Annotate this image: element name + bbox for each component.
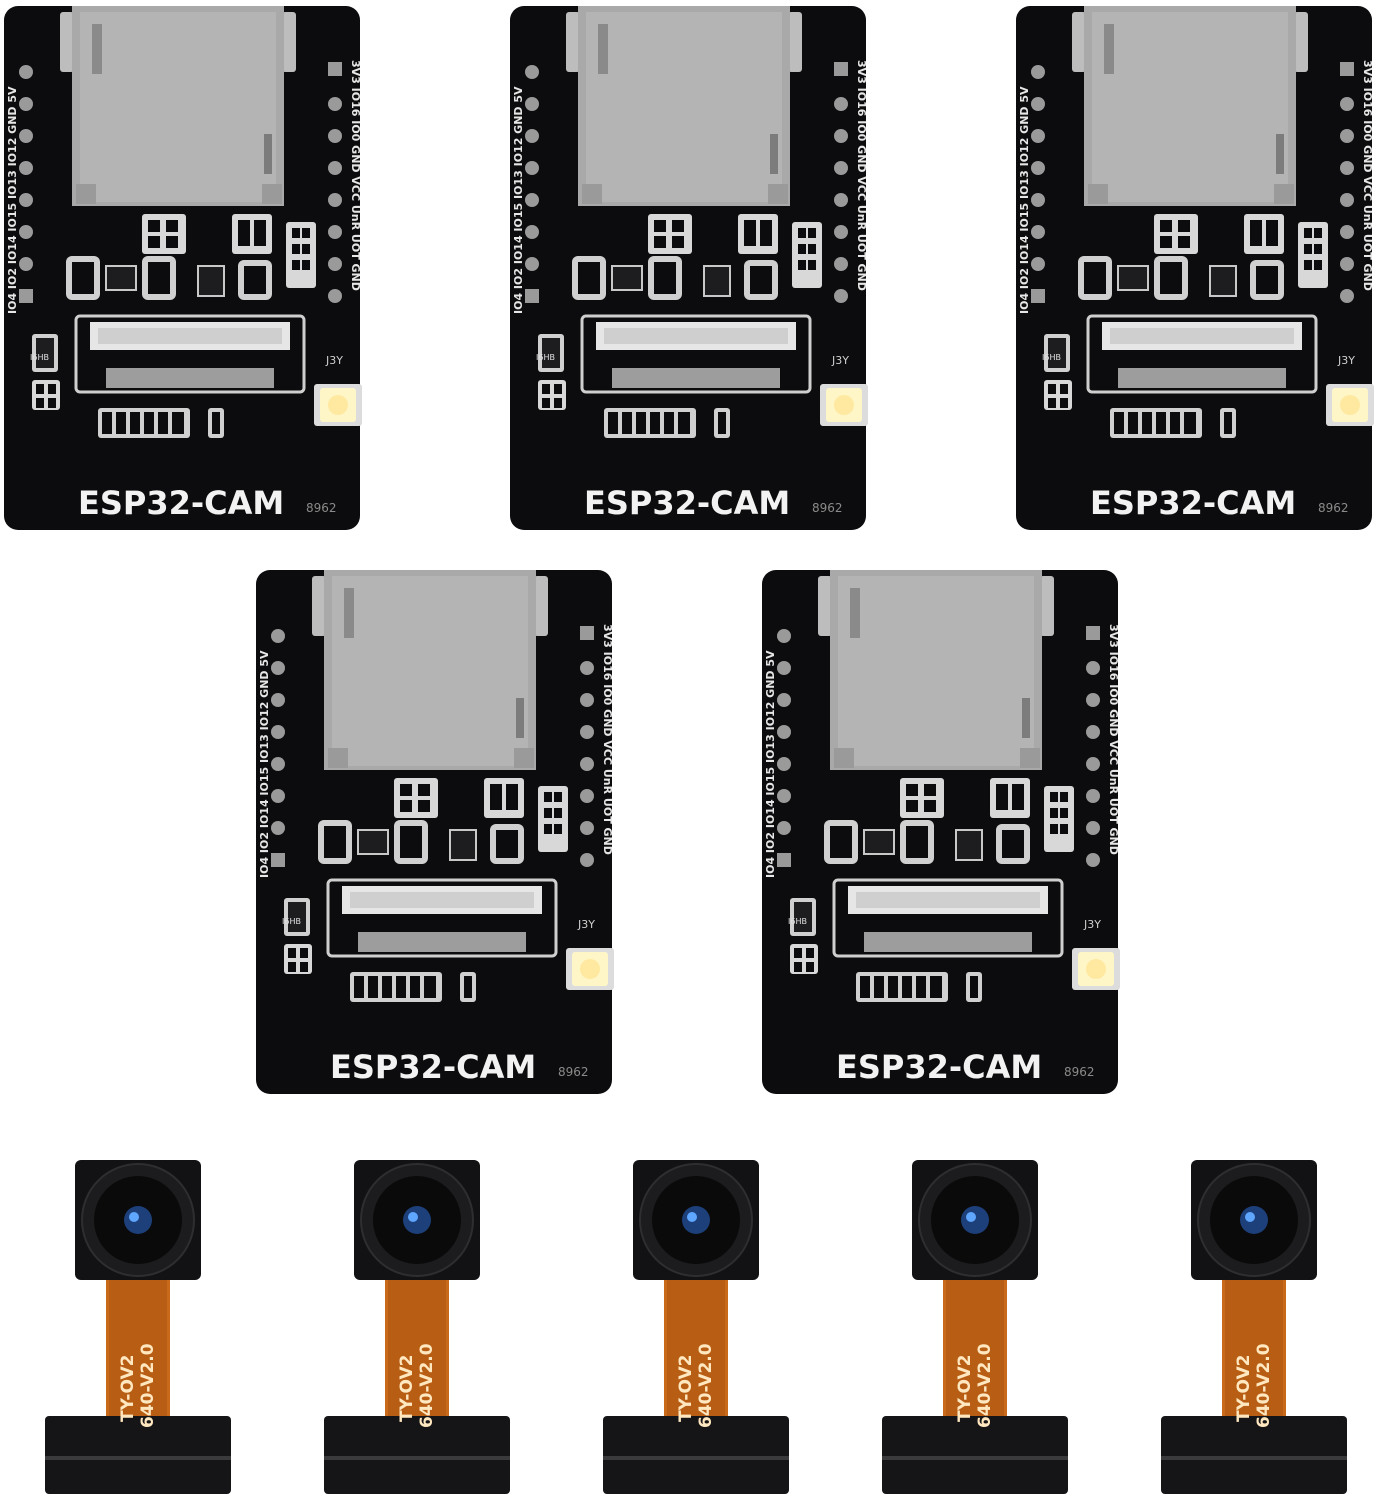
smd-components — [790, 778, 1074, 1002]
lens-module — [633, 1160, 759, 1280]
board-label: ESP32-CAM — [584, 484, 790, 522]
right-pin-header — [1086, 626, 1100, 867]
right-pin-header — [1340, 62, 1354, 303]
chip-label: I6HB — [282, 917, 301, 926]
camera-connector — [326, 878, 558, 958]
left-pin-header — [1031, 65, 1045, 303]
esp32-cam-board: IO4 IO2 IO14 IO15 IO13 IO12 GND 5V 3V3 I… — [760, 568, 1120, 1096]
left-pin-header — [525, 65, 539, 303]
left-pin-labels: IO4 IO2 IO14 IO15 IO13 IO12 GND 5V — [764, 650, 777, 878]
board-label: ESP32-CAM — [330, 1048, 536, 1086]
camera-text-line2: 640-V2.0 — [1254, 1343, 1274, 1428]
smd-components — [1044, 214, 1328, 438]
camera-text-line2: 640-V2.0 — [138, 1343, 158, 1428]
right-pin-labels: 3V3 IO16 IO0 GND VCC UnR UOT GND — [349, 60, 362, 291]
led-label: J3Y — [1083, 918, 1101, 931]
board-code: 8962 — [1318, 501, 1349, 515]
left-pin-header — [777, 629, 791, 867]
smd-components — [284, 778, 568, 1002]
flash-led — [566, 948, 614, 990]
lens-module — [1191, 1160, 1317, 1280]
ov2640-camera-module: TY-OV2 640-V2.0 — [1159, 1160, 1349, 1496]
right-pin-header — [834, 62, 848, 303]
camera-connector-end — [1161, 1416, 1347, 1494]
flash-led — [1326, 384, 1374, 426]
camera-connector-end — [882, 1416, 1068, 1494]
sd-card-slot — [312, 570, 548, 770]
lens-module — [354, 1160, 480, 1280]
ov2640-camera-module: TY-OV2 640-V2.0 — [601, 1160, 791, 1496]
left-pin-labels: IO4 IO2 IO14 IO15 IO13 IO12 GND 5V — [512, 86, 525, 314]
esp32-cam-board: IO4 IO2 IO14 IO15 IO13 IO12 GND 5V 3V3 I… — [508, 4, 868, 532]
left-pin-header — [271, 629, 285, 867]
esp32-cam-board: IO4 IO2 IO14 IO15 IO13 IO12 GND 5V 3V3 I… — [254, 568, 614, 1096]
sd-card-slot — [1072, 6, 1308, 206]
camera-text-line1: TY-OV2 — [955, 1355, 975, 1422]
sd-card-slot — [60, 6, 296, 206]
camera-connector — [832, 878, 1064, 958]
chip-label: I6HB — [788, 917, 807, 926]
chip-label: I6HB — [536, 353, 555, 362]
board-code: 8962 — [1064, 1065, 1095, 1079]
esp32-cam-board: IO4 IO2 IO14 IO15 IO13 IO12 GND 5V 3V3 I… — [1014, 4, 1374, 532]
flash-led — [314, 384, 362, 426]
smd-components — [538, 214, 822, 438]
camera-connector — [1086, 314, 1318, 394]
led-label: J3Y — [1337, 354, 1355, 367]
right-pin-labels: 3V3 IO16 IO0 GND VCC UnR UOT GND — [1361, 60, 1374, 291]
camera-text-line2: 640-V2.0 — [975, 1343, 995, 1428]
camera-connector-end — [45, 1416, 231, 1494]
led-label: J3Y — [577, 918, 595, 931]
left-pin-header — [19, 65, 33, 303]
camera-text-line2: 640-V2.0 — [696, 1343, 716, 1428]
ov2640-camera-module: TY-OV2 640-V2.0 — [880, 1160, 1070, 1496]
right-pin-header — [580, 626, 594, 867]
flash-led — [1072, 948, 1120, 990]
right-pin-labels: 3V3 IO16 IO0 GND VCC UnR UOT GND — [601, 624, 614, 855]
left-pin-labels: IO4 IO2 IO14 IO15 IO13 IO12 GND 5V — [1018, 86, 1031, 314]
camera-text-line1: TY-OV2 — [397, 1355, 417, 1422]
esp32-cam-board: IO4 IO2 IO14 IO15 IO13 IO12 GND 5V 3V3 I… — [2, 4, 362, 532]
board-label: ESP32-CAM — [836, 1048, 1042, 1086]
right-pin-labels: 3V3 IO16 IO0 GND VCC UnR UOT GND — [1107, 624, 1120, 855]
camera-text-line2: 640-V2.0 — [417, 1343, 437, 1428]
right-pin-labels: 3V3 IO16 IO0 GND VCC UnR UOT GND — [855, 60, 868, 291]
left-pin-labels: IO4 IO2 IO14 IO15 IO13 IO12 GND 5V — [258, 650, 271, 878]
led-label: J3Y — [831, 354, 849, 367]
board-code: 8962 — [306, 501, 337, 515]
right-pin-header — [328, 62, 342, 303]
camera-connector-end — [324, 1416, 510, 1494]
flash-led — [820, 384, 868, 426]
ov2640-camera-module: TY-OV2 640-V2.0 — [322, 1160, 512, 1496]
ov2640-camera-module: TY-OV2 640-V2.0 — [43, 1160, 233, 1496]
board-code: 8962 — [812, 501, 843, 515]
left-pin-labels: IO4 IO2 IO14 IO15 IO13 IO12 GND 5V — [6, 86, 19, 314]
sd-card-slot — [566, 6, 802, 206]
lens-module — [75, 1160, 201, 1280]
camera-text-line1: TY-OV2 — [676, 1355, 696, 1422]
led-label: J3Y — [325, 354, 343, 367]
camera-text-line1: TY-OV2 — [1234, 1355, 1254, 1422]
camera-connector-end — [603, 1416, 789, 1494]
camera-connector — [74, 314, 306, 394]
smd-components — [32, 214, 316, 438]
sd-card-slot — [818, 570, 1054, 770]
chip-label: I6HB — [1042, 353, 1061, 362]
camera-connector — [580, 314, 812, 394]
lens-module — [912, 1160, 1038, 1280]
board-label: ESP32-CAM — [78, 484, 284, 522]
camera-text-line1: TY-OV2 — [118, 1355, 138, 1422]
chip-label: I6HB — [30, 353, 49, 362]
board-label: ESP32-CAM — [1090, 484, 1296, 522]
board-code: 8962 — [558, 1065, 589, 1079]
